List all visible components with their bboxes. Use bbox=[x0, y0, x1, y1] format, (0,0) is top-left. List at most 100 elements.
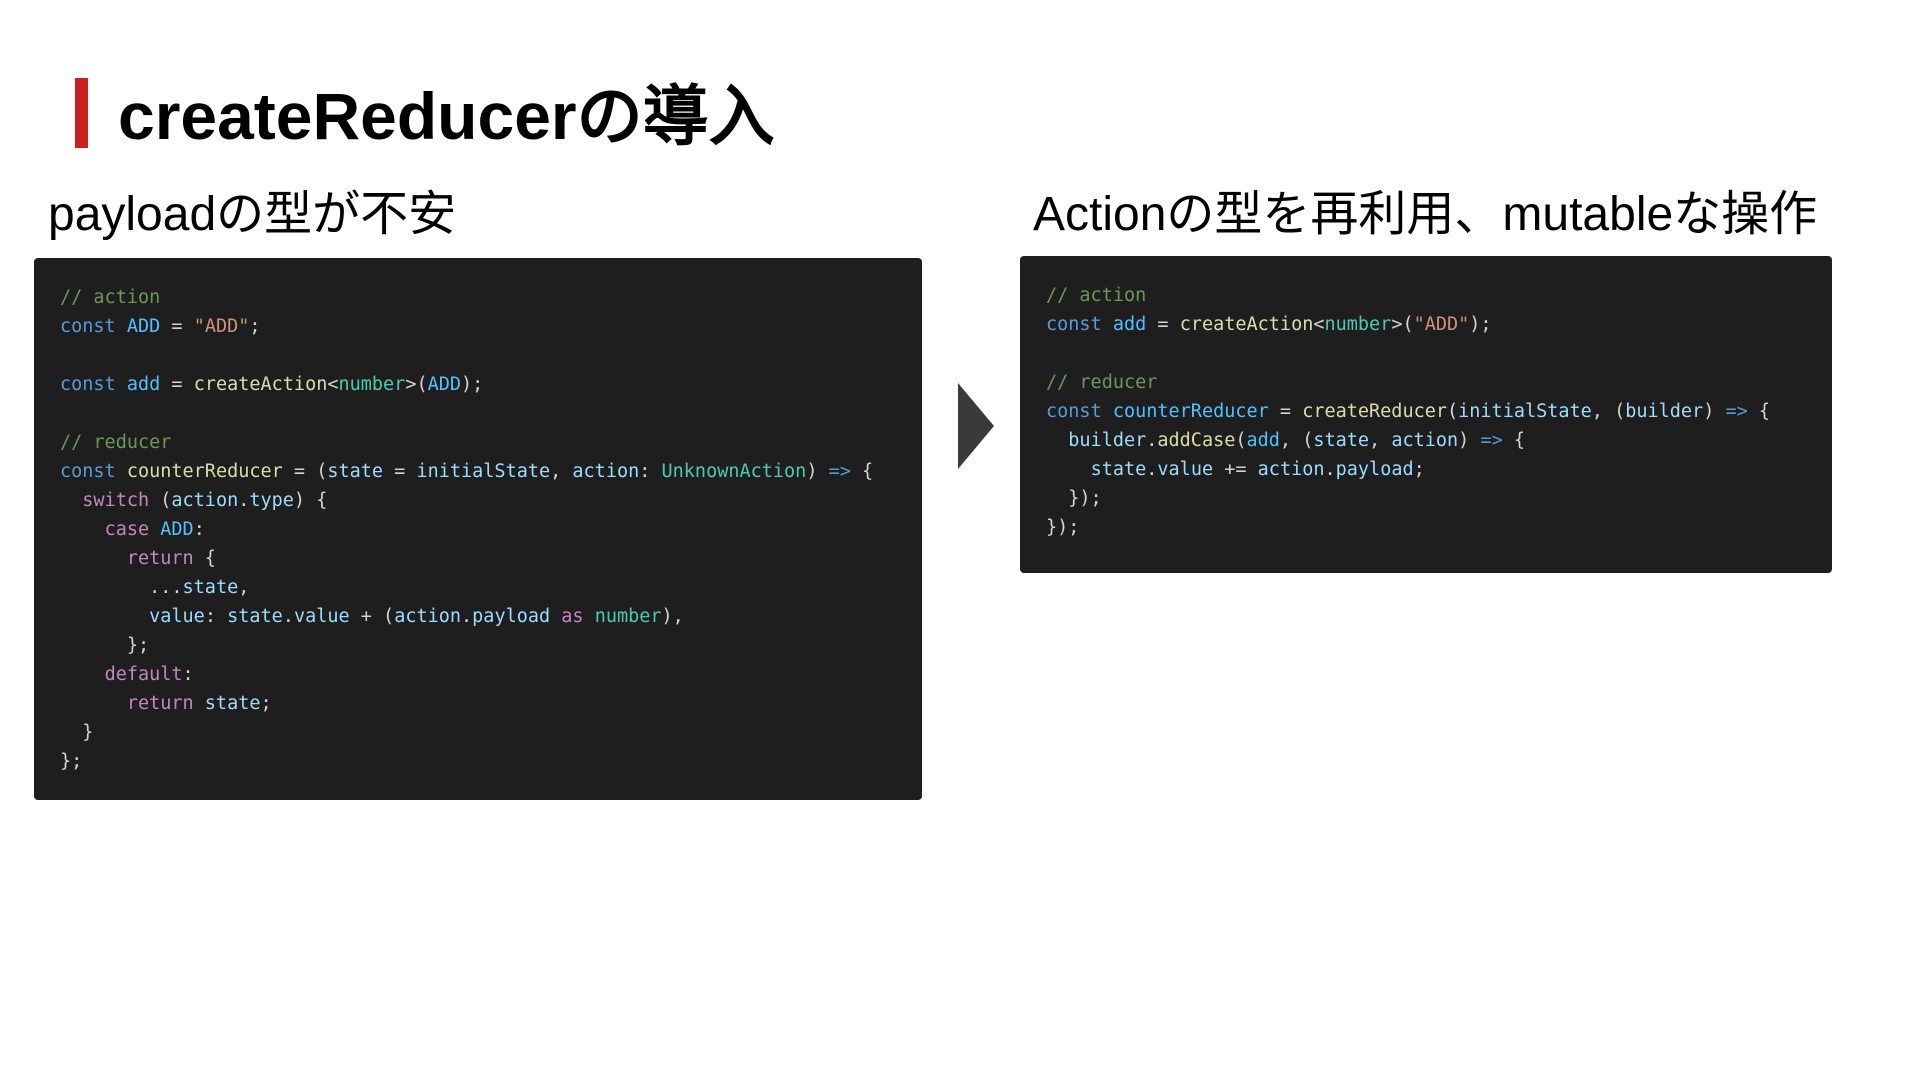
code-token: action bbox=[1257, 459, 1325, 480]
code-token: initialState bbox=[416, 461, 551, 482]
code-token: ( bbox=[1235, 430, 1247, 451]
code-token: counterReducer bbox=[126, 461, 283, 482]
code-token: const bbox=[60, 316, 116, 337]
code-line: }); bbox=[1046, 484, 1806, 513]
code-token bbox=[60, 490, 82, 511]
code-line: } bbox=[60, 718, 896, 747]
code-token: : bbox=[639, 461, 662, 482]
code-line bbox=[60, 341, 896, 370]
code-token: }); bbox=[1046, 488, 1102, 509]
code-token: { bbox=[193, 548, 216, 569]
code-token: builder bbox=[1625, 401, 1704, 422]
code-token: // reducer bbox=[1046, 372, 1158, 393]
code-token: => bbox=[1480, 430, 1503, 451]
code-token bbox=[60, 693, 127, 714]
code-token: number bbox=[594, 606, 662, 627]
code-token: action bbox=[171, 490, 239, 511]
code-line: return state; bbox=[60, 689, 896, 718]
code-token: createAction bbox=[193, 374, 328, 395]
left-subtitle: payloadの型が不安 bbox=[48, 188, 457, 241]
code-token: add bbox=[1112, 314, 1147, 335]
code-token bbox=[60, 548, 127, 569]
code-line bbox=[1046, 339, 1806, 368]
code-token: addCase bbox=[1157, 430, 1236, 451]
title-accent-bar bbox=[75, 78, 88, 148]
code-line: }); bbox=[1046, 513, 1806, 542]
code-token: ); bbox=[1469, 314, 1492, 335]
slide-title: createReducerの導入 bbox=[118, 79, 775, 153]
code-line: }; bbox=[60, 747, 896, 776]
code-line: builder.addCase(add, (state, action) => … bbox=[1046, 426, 1806, 455]
code-token bbox=[194, 693, 205, 714]
code-token: "ADD" bbox=[193, 316, 250, 337]
code-line: const add = createAction<number>("ADD"); bbox=[1046, 310, 1806, 339]
code-token: number bbox=[1324, 314, 1392, 335]
code-line: ...state, bbox=[60, 573, 896, 602]
code-token: ) bbox=[1458, 430, 1481, 451]
code-token: return bbox=[126, 548, 194, 569]
code-token: switch bbox=[82, 490, 150, 511]
code-token: { bbox=[1747, 401, 1771, 422]
code-token: } bbox=[60, 722, 94, 743]
code-token: , ( bbox=[1279, 430, 1314, 451]
code-token: ; bbox=[1413, 459, 1425, 480]
code-token: state bbox=[204, 693, 261, 714]
code-line: case ADD: bbox=[60, 515, 896, 544]
code-token: initialState bbox=[1458, 401, 1592, 422]
code-token: value bbox=[293, 606, 350, 627]
code-token: . bbox=[1146, 430, 1158, 451]
code-token bbox=[1046, 430, 1068, 451]
code-token: action bbox=[394, 606, 462, 627]
code-token: = ( bbox=[282, 461, 328, 482]
code-token bbox=[116, 461, 127, 482]
code-token: ADD bbox=[427, 374, 462, 395]
code-token: state bbox=[1090, 459, 1147, 480]
code-token: . bbox=[282, 606, 294, 627]
code-token: < bbox=[327, 374, 339, 395]
code-token: as bbox=[561, 606, 584, 627]
code-token: state bbox=[227, 606, 283, 627]
code-token: = bbox=[160, 374, 194, 395]
code-token: const bbox=[60, 374, 116, 395]
code-token: }); bbox=[1046, 517, 1080, 538]
code-token: state bbox=[182, 577, 239, 598]
code-token: = bbox=[160, 316, 194, 337]
code-token: . bbox=[1146, 459, 1158, 480]
code-token bbox=[1046, 459, 1091, 480]
code-token: . bbox=[461, 606, 473, 627]
code-token: ( bbox=[1447, 401, 1459, 422]
code-token: payload bbox=[472, 606, 551, 627]
code-line: }; bbox=[60, 631, 896, 660]
code-token: createAction bbox=[1179, 314, 1314, 335]
code-line: value: state.value + (action.payload as … bbox=[60, 602, 896, 631]
code-token bbox=[116, 374, 127, 395]
code-line: // reducer bbox=[1046, 368, 1806, 397]
code-token: = bbox=[1268, 401, 1303, 422]
code-token: const bbox=[60, 461, 116, 482]
code-token bbox=[1102, 314, 1113, 335]
code-line: // reducer bbox=[60, 428, 896, 457]
code-token: payload bbox=[1335, 459, 1414, 480]
code-line: state.value += action.payload; bbox=[1046, 455, 1806, 484]
code-token: : bbox=[204, 606, 228, 627]
code-token: const bbox=[1046, 314, 1102, 335]
code-token bbox=[60, 606, 149, 627]
code-token: , bbox=[238, 577, 250, 598]
code-token bbox=[116, 316, 127, 337]
code-token: case bbox=[104, 519, 150, 540]
code-token: >( bbox=[405, 374, 428, 395]
code-token: value bbox=[1157, 459, 1214, 480]
arrow-shape bbox=[958, 383, 994, 469]
code-line: return { bbox=[60, 544, 896, 573]
code-token: += bbox=[1213, 459, 1258, 480]
code-token bbox=[60, 519, 105, 540]
code-token: { bbox=[1502, 430, 1525, 451]
code-line: const counterReducer = createReducer(ini… bbox=[1046, 397, 1806, 426]
code-token bbox=[550, 606, 561, 627]
code-token: action bbox=[572, 461, 640, 482]
code-token: state bbox=[1313, 430, 1370, 451]
code-token: . bbox=[238, 490, 250, 511]
code-token: . bbox=[1324, 459, 1336, 480]
code-token: ) { bbox=[293, 490, 328, 511]
